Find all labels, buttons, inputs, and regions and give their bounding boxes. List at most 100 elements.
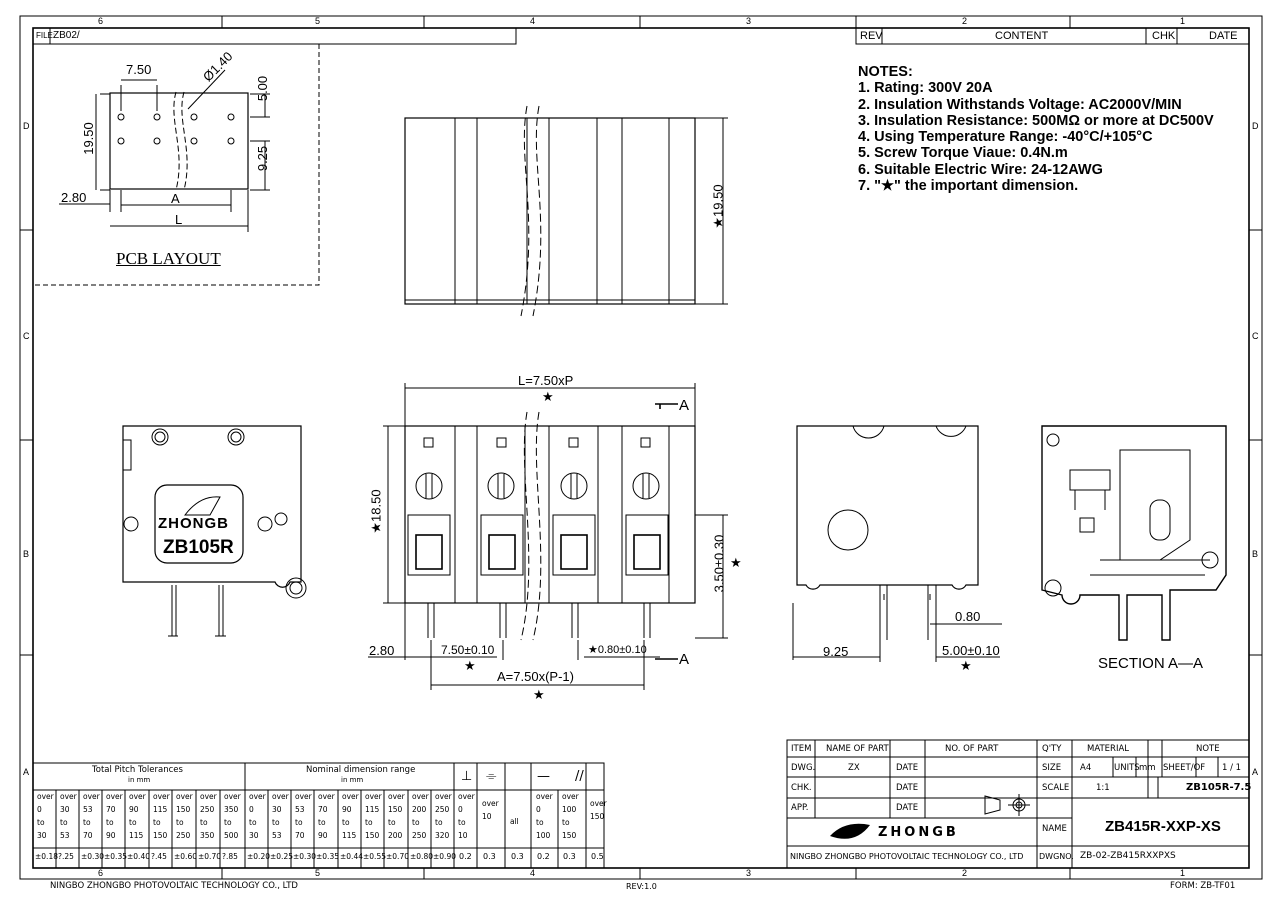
pitch-range-cell: 90 <box>129 805 139 814</box>
tb-note: NOTE <box>1196 744 1220 754</box>
nominal-tolerance-value: ±0.44 <box>340 852 363 861</box>
nominal-range-cell: 70 <box>295 831 305 840</box>
pitch-range-cell: 70 <box>106 805 116 814</box>
tb-name-value: ZB415R-XXP-XS <box>1105 818 1221 835</box>
pitch-range-cell: to <box>129 818 137 827</box>
nominal-range-cell: 70 <box>318 805 328 814</box>
front-star-a: ★ <box>533 687 545 702</box>
geometric-range-cell: over <box>590 799 607 808</box>
pitch-tolerance-value: ±0.60 <box>174 852 197 861</box>
nominal-range-cell: to <box>249 818 257 827</box>
geometric-tolerance-value: 0.3 <box>483 852 496 861</box>
tb-company-logo: ZHONGB <box>878 825 959 840</box>
nominal-range-cell: 250 <box>412 831 427 840</box>
front-dim-pin-length: 3.50±0.30 <box>711 534 727 593</box>
nominal-range-cell: to <box>435 818 443 827</box>
geometric-range-cell: 0 <box>458 805 463 814</box>
row-label-a: A <box>23 767 30 777</box>
geometric-tolerance-value: 0.3 <box>511 852 524 861</box>
tb-part-code: ZB105R-7.5 <box>1186 782 1252 793</box>
straightness-symbol: — <box>537 769 550 784</box>
perpendicularity-symbol: ⊥ <box>461 769 473 784</box>
tb-item: ITEM <box>791 744 812 754</box>
pitch-range-cell: to <box>37 818 45 827</box>
footer-rev: REV:1.0 <box>626 882 657 891</box>
note-item: 2. Insulation Withstands Voltage: AC2000… <box>858 96 1182 113</box>
col-label-6-bottom: 6 <box>98 868 104 878</box>
pitch-tolerance-value: ±0.18 <box>35 852 58 861</box>
geometric-range-cell: all <box>510 817 519 826</box>
geometric-range-cell: 0 <box>536 805 541 814</box>
geometric-range-cell: 10 <box>482 812 492 821</box>
nominal-range-cell: over <box>412 792 429 801</box>
pitch-range-cell: 115 <box>129 831 144 840</box>
front-dim-280: 2.80 <box>369 643 395 658</box>
logo-swoosh <box>830 823 870 839</box>
tb-units: UNITS <box>1114 763 1140 773</box>
pitch-range-cell: 53 <box>83 805 93 814</box>
pitch-range-cell: to <box>224 818 232 827</box>
geometric-range-cell: 100 <box>536 831 551 840</box>
note-item: 3. Insulation Resistance: 500MΩ or more … <box>858 112 1214 129</box>
nominal-range-cell: to <box>412 818 420 827</box>
side-dim-925: 9.25 <box>823 644 849 659</box>
pitch-range-cell: 350 <box>200 831 215 840</box>
front-dim-pin-width: ★0.80±0.10 <box>588 644 647 656</box>
pitch-range-cell: 53 <box>60 831 70 840</box>
pitch-range-cell: 150 <box>176 805 191 814</box>
col-label-3-bottom: 3 <box>746 868 752 878</box>
nominal-tolerance-value: ±0.90 <box>433 852 456 861</box>
file-label: FILE: <box>36 31 56 40</box>
nominal-range-cell: over <box>318 792 335 801</box>
pcb-dim-500: 5.00 <box>255 75 271 102</box>
geometric-range-cell: 150 <box>590 812 605 821</box>
pitch-range-cell: over <box>200 792 217 801</box>
nominal-range-cell: 250 <box>435 805 450 814</box>
pcb-layout-title: PCB LAYOUT <box>116 249 221 268</box>
geometric-tolerance-value: 0.2 <box>537 852 550 861</box>
nominal-tolerance-value: ±0.55 <box>363 852 386 861</box>
geometric-range-cell: over <box>562 792 579 801</box>
pitch-tolerance-value: ±0.70 <box>198 852 221 861</box>
tb-size-value: A4 <box>1080 763 1092 773</box>
nominal-tolerance-value: ±0.20 <box>247 852 270 861</box>
tb-date-2: DATE <box>896 783 919 793</box>
tb-sheet-value: 1 / 1 <box>1222 763 1242 773</box>
nominal-range-cell: to <box>388 818 396 827</box>
note-item: 5. Screw Torque Viaue: 0.4N.m <box>858 145 1068 162</box>
front-star-pin: ★ <box>730 555 742 570</box>
col-label-1-bottom: 1 <box>1180 868 1186 878</box>
note-item: 7. "★" the important dimension. <box>858 178 1079 195</box>
pitch-range-cell: over <box>129 792 146 801</box>
front-dim-pitch: 7.50±0.10 <box>441 643 495 657</box>
front-dim-height: ★18.50 <box>368 489 384 534</box>
nominal-range-cell: 150 <box>365 831 380 840</box>
col-label-3: 3 <box>746 16 752 26</box>
pitch-range-cell: over <box>176 792 193 801</box>
geometric-range-cell: over <box>458 792 475 801</box>
nominal-range-cell: over <box>295 792 312 801</box>
tb-dwg: DWG. <box>791 763 816 773</box>
nominal-range-cell: to <box>365 818 373 827</box>
pcb-dim-l: L <box>175 212 183 227</box>
nominal-range-cell: 115 <box>342 831 357 840</box>
pitch-range-cell: over <box>106 792 123 801</box>
symmetry-symbol: ⌯ <box>486 769 497 784</box>
pitch-range-cell: to <box>153 818 161 827</box>
tb-scale-value: 1:1 <box>1096 783 1110 793</box>
pitch-tolerance-value: ?.85 <box>222 852 238 861</box>
nominal-tolerance-value: ±0.25 <box>270 852 293 861</box>
side-star: ★ <box>960 658 972 673</box>
pitch-range-cell: to <box>60 818 68 827</box>
pcb-dim-a: A <box>171 191 180 206</box>
chk-header: CHK <box>1152 30 1176 42</box>
nominal-range-cell: 90 <box>318 831 328 840</box>
col-label-2: 2 <box>962 16 968 26</box>
row-label-c-right: C <box>1252 331 1259 341</box>
note-item: 1. Rating: 300V 20A <box>858 80 993 97</box>
row-label-b: B <box>23 549 30 559</box>
geometric-range-cell: over <box>536 792 553 801</box>
geometric-range-cell: to <box>562 818 570 827</box>
housing-brand: ZHONGB <box>158 515 229 532</box>
